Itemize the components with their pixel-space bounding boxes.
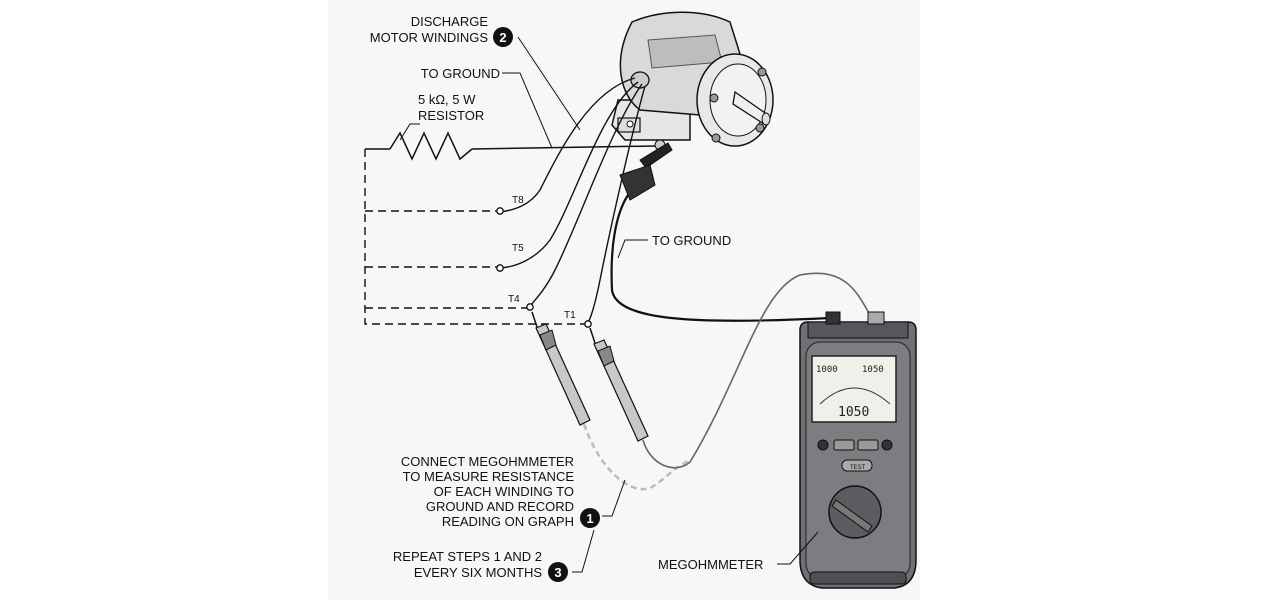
probe-t1-body [593, 339, 649, 442]
display-right-readout: 1050 [862, 365, 884, 375]
resistor-circuit [365, 131, 656, 161]
discharge-label-line1: DISCHARGE [411, 14, 489, 29]
jack-left [825, 311, 841, 325]
dashed-main [364, 149, 586, 325]
bolt-1 [709, 93, 719, 103]
probe-t4-body [535, 323, 591, 426]
test-button-label: TEST [850, 465, 866, 471]
callout-leaders [399, 36, 819, 573]
megohmmeter-label: MEGOHMMETER [658, 557, 763, 572]
display-arc-scale [819, 387, 891, 405]
meter-left-button[interactable] [817, 439, 829, 451]
leader-step1 [602, 479, 626, 517]
terminal-label-t1: T1 [564, 310, 576, 321]
to-ground-top-label: TO GROUND [421, 66, 500, 81]
probe-t1 [589, 327, 649, 442]
ground-lead-black [610, 194, 831, 322]
connect-label-line3: OF EACH WINDING TO [434, 484, 574, 499]
leader-to-ground-top [502, 72, 553, 149]
probe-t4 [531, 311, 591, 426]
meter-top-cap [807, 321, 909, 339]
motor [611, 11, 774, 151]
probe-t4-guard [539, 329, 557, 351]
step-1-number: 1 [586, 511, 593, 526]
terminal-t4 [526, 303, 534, 311]
terminal-label-t8: T8 [512, 195, 524, 206]
meter-function-button-2[interactable] [857, 439, 879, 451]
mount-hole [626, 120, 634, 128]
step-3-badge [548, 562, 568, 582]
alligator-clip [639, 142, 673, 169]
probe-t1-guard [597, 345, 615, 367]
leader-to-ground-right [617, 239, 648, 259]
bolt-4 [711, 133, 721, 143]
step-2-number: 2 [499, 30, 506, 45]
meter-test-button[interactable] [841, 459, 873, 472]
repeat-label-line1: REPEAT STEPS 1 AND 2 [393, 549, 542, 564]
repeat-label-line2: EVERY SIX MONTHS [414, 565, 542, 580]
meter-display [811, 355, 897, 423]
megohmmeter: 1000 1050 1050 TEST [799, 311, 917, 589]
connect-label-line2: TO MEASURE RESISTANCE [403, 469, 575, 484]
motor-nameplate [647, 34, 723, 69]
leader-megohmmeter [777, 531, 819, 565]
display-left-readout: 1000 [816, 365, 838, 375]
lead-t1 [587, 85, 646, 324]
leader-resistor [399, 123, 420, 141]
step-1-badge [580, 508, 600, 528]
bolt-3 [755, 123, 765, 133]
to-ground-right-label: TO GROUND [652, 233, 731, 248]
leader-step3 [572, 529, 595, 573]
leader-discharge [517, 36, 581, 131]
probe-t1-lead [642, 272, 873, 469]
step-2-badge [493, 27, 513, 47]
meter-function-button-1[interactable] [833, 439, 855, 451]
lead-t8 [499, 77, 636, 213]
dial-knob [831, 499, 873, 533]
meter-right-button[interactable] [881, 439, 893, 451]
bolt-2 [757, 67, 767, 77]
connect-label-line5: READING ON GRAPH [442, 514, 574, 529]
resistor-label-line2: RESISTOR [418, 108, 484, 123]
shaft-end [761, 112, 771, 126]
display-main-readout: 1050 [838, 405, 869, 420]
discharge-label-line2: MOTOR WINDINGS [370, 30, 489, 45]
terminal-t1 [584, 320, 592, 328]
connect-label-line1: CONNECT MEGOHMMETER [401, 454, 574, 469]
ground-clip [610, 142, 831, 322]
discharge-dashed-paths [364, 149, 586, 325]
resistor-label-line1: 5 kΩ, 5 W [418, 92, 476, 107]
terminal-t8 [496, 207, 504, 215]
motor-leads [499, 77, 646, 324]
meter-rotary-dial[interactable] [828, 485, 882, 539]
terminals [496, 207, 592, 328]
terminal-t5 [496, 264, 504, 272]
terminal-label-t4: T4 [508, 294, 520, 305]
meter-boot-bottom [809, 571, 907, 585]
clip-boot [619, 164, 656, 201]
resistor-wire-right [471, 145, 656, 150]
lead-t4 [529, 83, 643, 307]
connect-label-line4: GROUND AND RECORD [426, 499, 574, 514]
terminal-label-t5: T5 [512, 243, 524, 254]
lead-t5 [499, 81, 639, 269]
jack-right [867, 311, 885, 325]
probe-t4-lead-dashed [582, 423, 691, 491]
step-3-number: 3 [554, 565, 561, 580]
